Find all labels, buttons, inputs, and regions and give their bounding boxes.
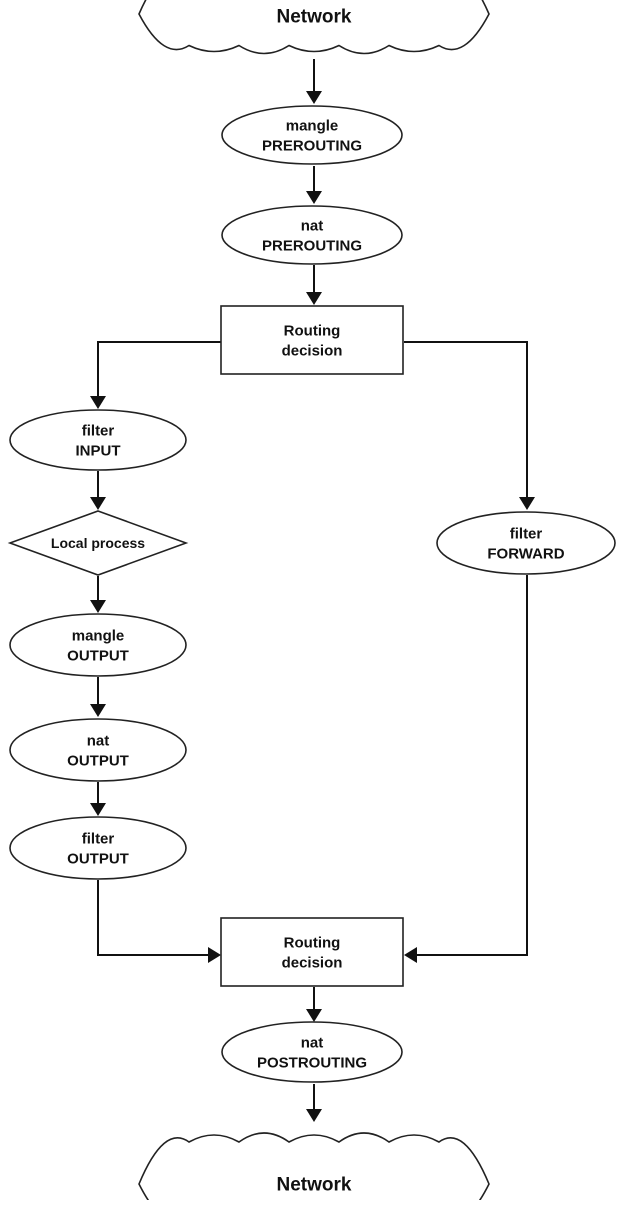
- edge-line: [97, 880, 208, 956]
- node-label: Network: [277, 1175, 352, 1196]
- node-label: INPUT: [76, 442, 121, 459]
- edge-nat-postrouting-to-network-out: [306, 1084, 322, 1122]
- ellipse-shape: [9, 409, 187, 471]
- edge-line: [97, 341, 221, 396]
- arrowhead: [519, 497, 535, 510]
- node-local-process: Local process: [7, 510, 189, 576]
- arrowhead: [404, 947, 417, 963]
- edge-network-in-to-mangle-prerouting: [306, 59, 322, 104]
- cloud-shape: [138, 0, 490, 55]
- node-label: Network: [277, 7, 352, 28]
- edge-mangle-output-to-nat-output: [90, 677, 106, 717]
- nodes-layer: NetworkmanglePREROUTINGnatPREROUTINGRout…: [7, 0, 616, 1205]
- ellipse-shape: [9, 816, 187, 880]
- node-label: POSTROUTING: [257, 1054, 367, 1071]
- arrowhead: [90, 803, 106, 816]
- node-label: Local process: [51, 535, 145, 551]
- node-label: filter: [510, 525, 543, 542]
- edge-filter-input-to-local-process: [90, 471, 106, 510]
- node-routing-decision-1: Routing decision: [220, 305, 404, 375]
- arrowhead: [90, 396, 106, 409]
- node-label: Routing: [284, 934, 341, 951]
- edges-layer: [90, 59, 535, 1122]
- edge-line: [417, 575, 528, 956]
- arrowhead: [306, 1009, 322, 1022]
- edge-line: [404, 341, 528, 497]
- edge-routing-decision-2-to-nat-postrouting: [306, 987, 322, 1022]
- ellipse-shape: [9, 718, 187, 782]
- node-label: nat: [301, 1034, 324, 1051]
- edge-nat-prerouting-to-routing-decision-1: [306, 265, 322, 305]
- edge-routing-decision-1-to-filter-input: [90, 341, 221, 409]
- rect-shape: [220, 917, 404, 987]
- cloud-shape: [138, 1132, 490, 1205]
- node-network-out: Network: [138, 1132, 490, 1205]
- arrowhead: [306, 292, 322, 305]
- edge-routing-decision-1-to-filter-forward: [404, 341, 535, 510]
- arrowhead: [90, 704, 106, 717]
- node-label: PREROUTING: [262, 237, 362, 254]
- ellipse-shape: [9, 613, 187, 677]
- arrowhead: [306, 191, 322, 204]
- ellipse-shape: [221, 205, 403, 265]
- node-label: nat: [301, 217, 324, 234]
- ellipse-shape: [221, 1021, 403, 1083]
- node-label: PREROUTING: [262, 137, 362, 154]
- arrowhead: [90, 600, 106, 613]
- arrowhead: [90, 497, 106, 510]
- edge-mangle-prerouting-to-nat-prerouting: [306, 166, 322, 204]
- node-label: FORWARD: [487, 545, 564, 562]
- node-network-in: Network: [138, 0, 490, 55]
- edge-filter-forward-to-routing-decision-2: [404, 575, 528, 963]
- node-label: nat: [87, 732, 110, 749]
- rect-shape: [220, 305, 404, 375]
- edge-local-process-to-mangle-output: [90, 576, 106, 613]
- arrowhead: [208, 947, 221, 963]
- node-label: Routing: [284, 322, 341, 339]
- node-label: mangle: [72, 627, 125, 644]
- node-label: filter: [82, 422, 115, 439]
- node-label: OUTPUT: [67, 752, 129, 769]
- ellipse-shape: [436, 511, 616, 575]
- node-label: filter: [82, 830, 115, 847]
- edge-nat-output-to-filter-output: [90, 782, 106, 816]
- arrowhead: [306, 1109, 322, 1122]
- diamond-shape: [7, 510, 189, 576]
- node-label: OUTPUT: [67, 850, 129, 867]
- edge-filter-output-to-routing-decision-2: [97, 880, 221, 963]
- node-label: decision: [282, 342, 343, 359]
- arrowhead: [306, 91, 322, 104]
- node-label: OUTPUT: [67, 647, 129, 664]
- ellipse-shape: [221, 105, 403, 165]
- node-label: mangle: [286, 117, 339, 134]
- node-label: decision: [282, 954, 343, 971]
- node-routing-decision-2: Routing decision: [220, 917, 404, 987]
